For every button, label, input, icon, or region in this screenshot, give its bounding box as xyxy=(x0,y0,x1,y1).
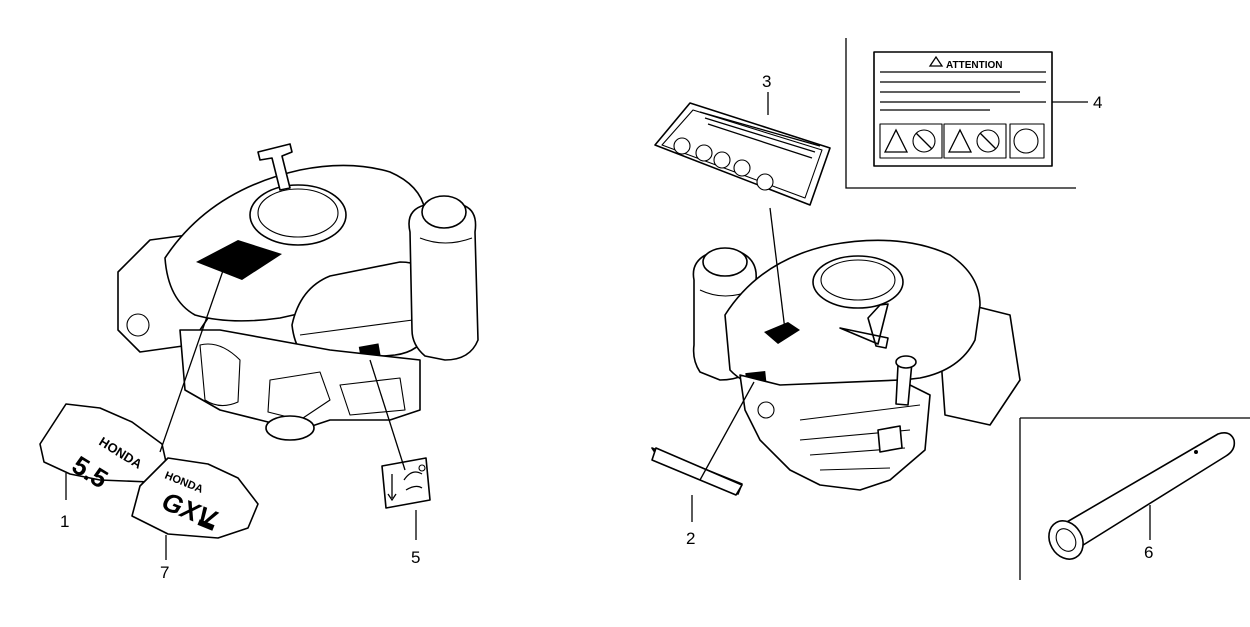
callout-5: 5 xyxy=(411,548,420,567)
decal-part-3 xyxy=(654,102,831,206)
callout-7: 7 xyxy=(160,563,169,582)
callout-1: 1 xyxy=(60,512,69,531)
decal-part-4: ATTENTION xyxy=(845,38,1076,189)
decal-part-2 xyxy=(651,447,743,496)
decal-part-7: HONDA GXV xyxy=(131,457,259,539)
decal-part-5 xyxy=(381,457,431,509)
callout-3: 3 xyxy=(762,72,771,91)
engine-right xyxy=(692,239,1021,491)
tool-part-6 xyxy=(1019,417,1250,580)
callout-4: 4 xyxy=(1093,93,1102,112)
attention-title: ATTENTION xyxy=(946,60,1002,71)
callout-2: 2 xyxy=(686,529,695,548)
engine-left xyxy=(117,143,479,441)
callout-6: 6 xyxy=(1144,543,1153,562)
